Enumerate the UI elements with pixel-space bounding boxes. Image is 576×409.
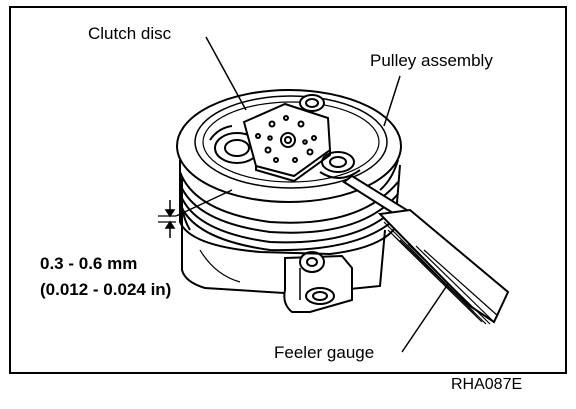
- pulley-slots: [209, 94, 361, 179]
- figure-code: RHA087E: [451, 376, 523, 393]
- leader-clutch-disc: [205, 36, 247, 111]
- leader-feeler-gauge: [401, 283, 449, 353]
- label-pulley-assembly: Pulley assembly: [370, 51, 493, 70]
- feeler-gauge: [342, 174, 510, 325]
- figure-frame: [9, 6, 567, 374]
- label-gap-mm: 0.3 - 0.6 mm: [40, 254, 138, 273]
- pulley-grooves: [179, 159, 401, 256]
- port-fitting: [283, 251, 353, 313]
- leader-lines: [205, 36, 449, 353]
- label-clutch-disc: Clutch disc: [88, 24, 172, 43]
- gap-indicator: [158, 189, 233, 238]
- clutch-disc: [242, 102, 332, 183]
- label-feeler-gauge: Feeler gauge: [274, 343, 375, 362]
- leader-pulley-assembly: [383, 75, 401, 127]
- label-gap-in: (0.012 - 0.024 in): [40, 280, 172, 299]
